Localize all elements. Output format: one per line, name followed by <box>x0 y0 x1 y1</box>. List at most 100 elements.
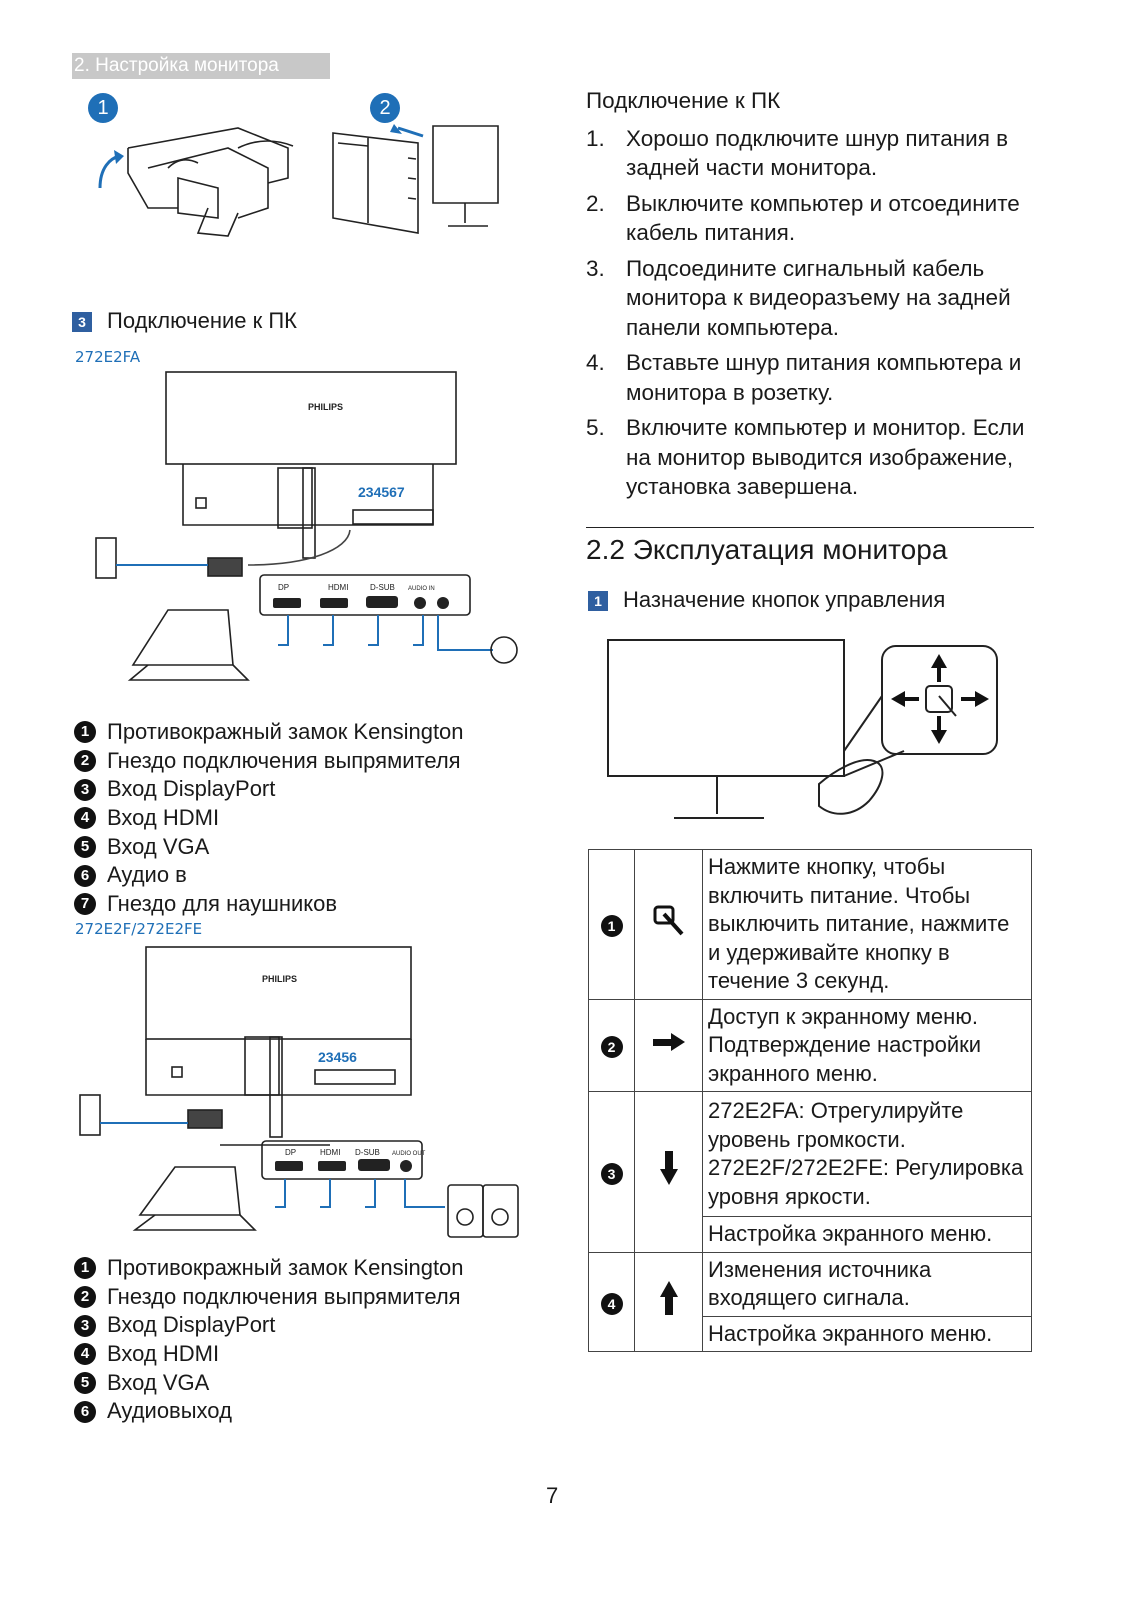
icon-cell <box>634 1251 703 1352</box>
legend-text: Вход DisplayPort <box>107 1312 276 1338</box>
row-number: 1 <box>600 915 623 937</box>
step-badge-2: 2 <box>370 93 400 123</box>
description-cell: Настройка экранного меню. <box>702 1216 1032 1253</box>
callout-a: 234567 <box>358 484 405 500</box>
take-out-illustration <box>332 124 499 234</box>
connection-diagram-b: PHILIPS 23456 DP HDMI D-SUB AUDIO OUT <box>79 946 519 1238</box>
legend-text: Вход DisplayPort <box>107 776 276 802</box>
port-dsub-b: D-SUB <box>355 1148 380 1157</box>
legend-text: Противокражный замок Kensington <box>107 1255 464 1280</box>
legend-num: 4 <box>74 1343 96 1366</box>
monitor-controls-illustration <box>607 639 998 819</box>
step-number: 2. <box>586 190 605 216</box>
legend-text: Аудио в <box>107 862 187 888</box>
model-label-a: 272E2FA <box>75 348 141 366</box>
step-text: Выключите компьютер и отсоедините кабель… <box>626 190 1020 246</box>
legend-num: 4 <box>74 807 96 830</box>
subsection-badge-2: 1 <box>588 591 608 611</box>
section-rule <box>586 527 1034 528</box>
unpack-illustration <box>98 127 294 237</box>
step-item: 1. Хорошо подключите шнур питания в задне… <box>586 124 1046 183</box>
port-hdmi-b: HDMI <box>320 1148 340 1157</box>
legend-text: Вход HDMI <box>107 805 220 831</box>
step-item: 4. Вставьте шнур питания компьютера и мон… <box>586 348 1046 407</box>
callout-b: 23456 <box>318 1049 357 1065</box>
power-joystick-icon <box>653 905 683 935</box>
step-number: 5. <box>586 415 605 440</box>
port-dsub-a: D-SUB <box>370 583 395 592</box>
legend-num: 6 <box>74 1400 96 1423</box>
legend-item: 3 Вход DisplayPort <box>74 1311 464 1340</box>
legend-num: 2 <box>74 750 96 773</box>
legend-num: 2 <box>74 1286 96 1309</box>
port-audioout-b: AUDIO OUT <box>392 1151 426 1157</box>
legend-item: 2 Гнездо подключения выпрямителя <box>74 747 464 776</box>
step-text: Включите компьютер и монитор. Если на мо… <box>626 415 1025 499</box>
legend-num: 6 <box>74 864 96 887</box>
connect-steps: 1. Хорошо подключите шнур питания в задне… <box>586 124 1046 502</box>
row-number-cell: 2 <box>588 998 635 1092</box>
legend-item: 7 Гнездо для наушников <box>74 890 464 919</box>
legend-text: Гнездо подключения выпрямителя <box>107 747 461 773</box>
description-cell: Доступ к экранному меню. Подтверждение н… <box>702 998 1032 1092</box>
table-row: 3 272E2FA: Отрегулируйте уровень громкос… <box>588 1091 1032 1253</box>
legend-num: 3 <box>74 778 96 801</box>
table-row: Настройка экранного меню. <box>589 1315 1032 1352</box>
legend-num: 7 <box>74 893 96 916</box>
port-hdmi-a: HDMI <box>328 583 348 592</box>
row-number-cell: 3 <box>588 1091 635 1253</box>
table-row: 1 Нажмите кнопку, чтобы включить питание… <box>588 849 1032 1000</box>
port-audioin-a: AUDIO IN <box>408 586 435 592</box>
legend-item: 5 Вход VGA <box>74 833 464 862</box>
legend-text: Противокражный замок Kensington <box>107 719 464 744</box>
model-label-b: 272E2F/272E2FE <box>75 920 203 938</box>
legend-text: Вход VGA <box>107 1369 210 1395</box>
step-number: 1. <box>586 125 605 151</box>
icon-cell <box>634 849 703 1000</box>
subsection-subtitle: Назначение кнопок управления <box>623 587 946 612</box>
legend-num: 5 <box>74 836 96 859</box>
icon-cell <box>634 998 703 1092</box>
port-dp-a: DP <box>278 583 289 592</box>
arrow-right-icon <box>652 1033 685 1051</box>
row-number: 4 <box>600 1292 623 1315</box>
table-row: Настройка экранного меню. <box>589 1216 1032 1253</box>
connect-section: Подключение к ПК 1. Хорошо подключите шну… <box>586 86 1046 508</box>
section-title: 2.2 Эксплуатация монитора <box>586 534 948 565</box>
step-text: Вставьте шнур питания компьютера и монит… <box>626 350 1022 405</box>
step-number: 3. <box>586 255 605 281</box>
legend-item: 4 Вход HDMI <box>74 1340 464 1369</box>
legend-text: Гнездо для наушников <box>107 891 338 917</box>
page-number: 7 <box>546 1483 559 1508</box>
section-tab: 2. Настройка монитора <box>72 53 330 79</box>
subsection-title: Подключение к ПК <box>107 308 297 333</box>
row-number-cell: 4 <box>588 1251 635 1352</box>
icon-cell <box>634 1091 703 1253</box>
step-item: 3. Подсоедините сигнальный кабель монитор… <box>586 254 1046 343</box>
brand-logo-b: PHILIPS <box>262 974 297 984</box>
subsection-badge: 3 <box>72 312 92 332</box>
step-text: Подсоедините сигнальный кабель монитора … <box>626 255 1011 340</box>
connect-title: Подключение к ПК <box>586 88 781 113</box>
row-number-cell: 1 <box>588 849 635 1000</box>
legend-text: Вход VGA <box>107 833 210 859</box>
legend-num: 3 <box>74 1314 96 1337</box>
legend-item: 3 Вход DisplayPort <box>74 775 464 804</box>
connection-diagram-a: PHILIPS 234567 DP HDMI D-SUB AUDIO IN <box>95 371 518 681</box>
step-badge-1: 1 <box>88 93 118 123</box>
step-text: Хорошо подключите шнур питания в задней … <box>626 125 1009 181</box>
step-number: 4. <box>586 350 605 375</box>
arrow-down-icon <box>659 1151 678 1185</box>
table-row: 2 Доступ к экранному меню. Подтверждение… <box>588 998 1032 1092</box>
row-number: 2 <box>600 1036 623 1058</box>
description-cell: Настройка экранного меню. <box>702 1315 1032 1352</box>
legend-item: 4 Вход HDMI <box>74 804 464 833</box>
description-cell: 272E2FA: Отрегулируйте уровень громкости… <box>702 1091 1032 1217</box>
legend-text: Вход HDMI <box>107 1341 220 1367</box>
brand-logo-a: PHILIPS <box>308 402 343 412</box>
description-cell: Нажмите кнопку, чтобы включить питание. … <box>702 849 1032 1000</box>
